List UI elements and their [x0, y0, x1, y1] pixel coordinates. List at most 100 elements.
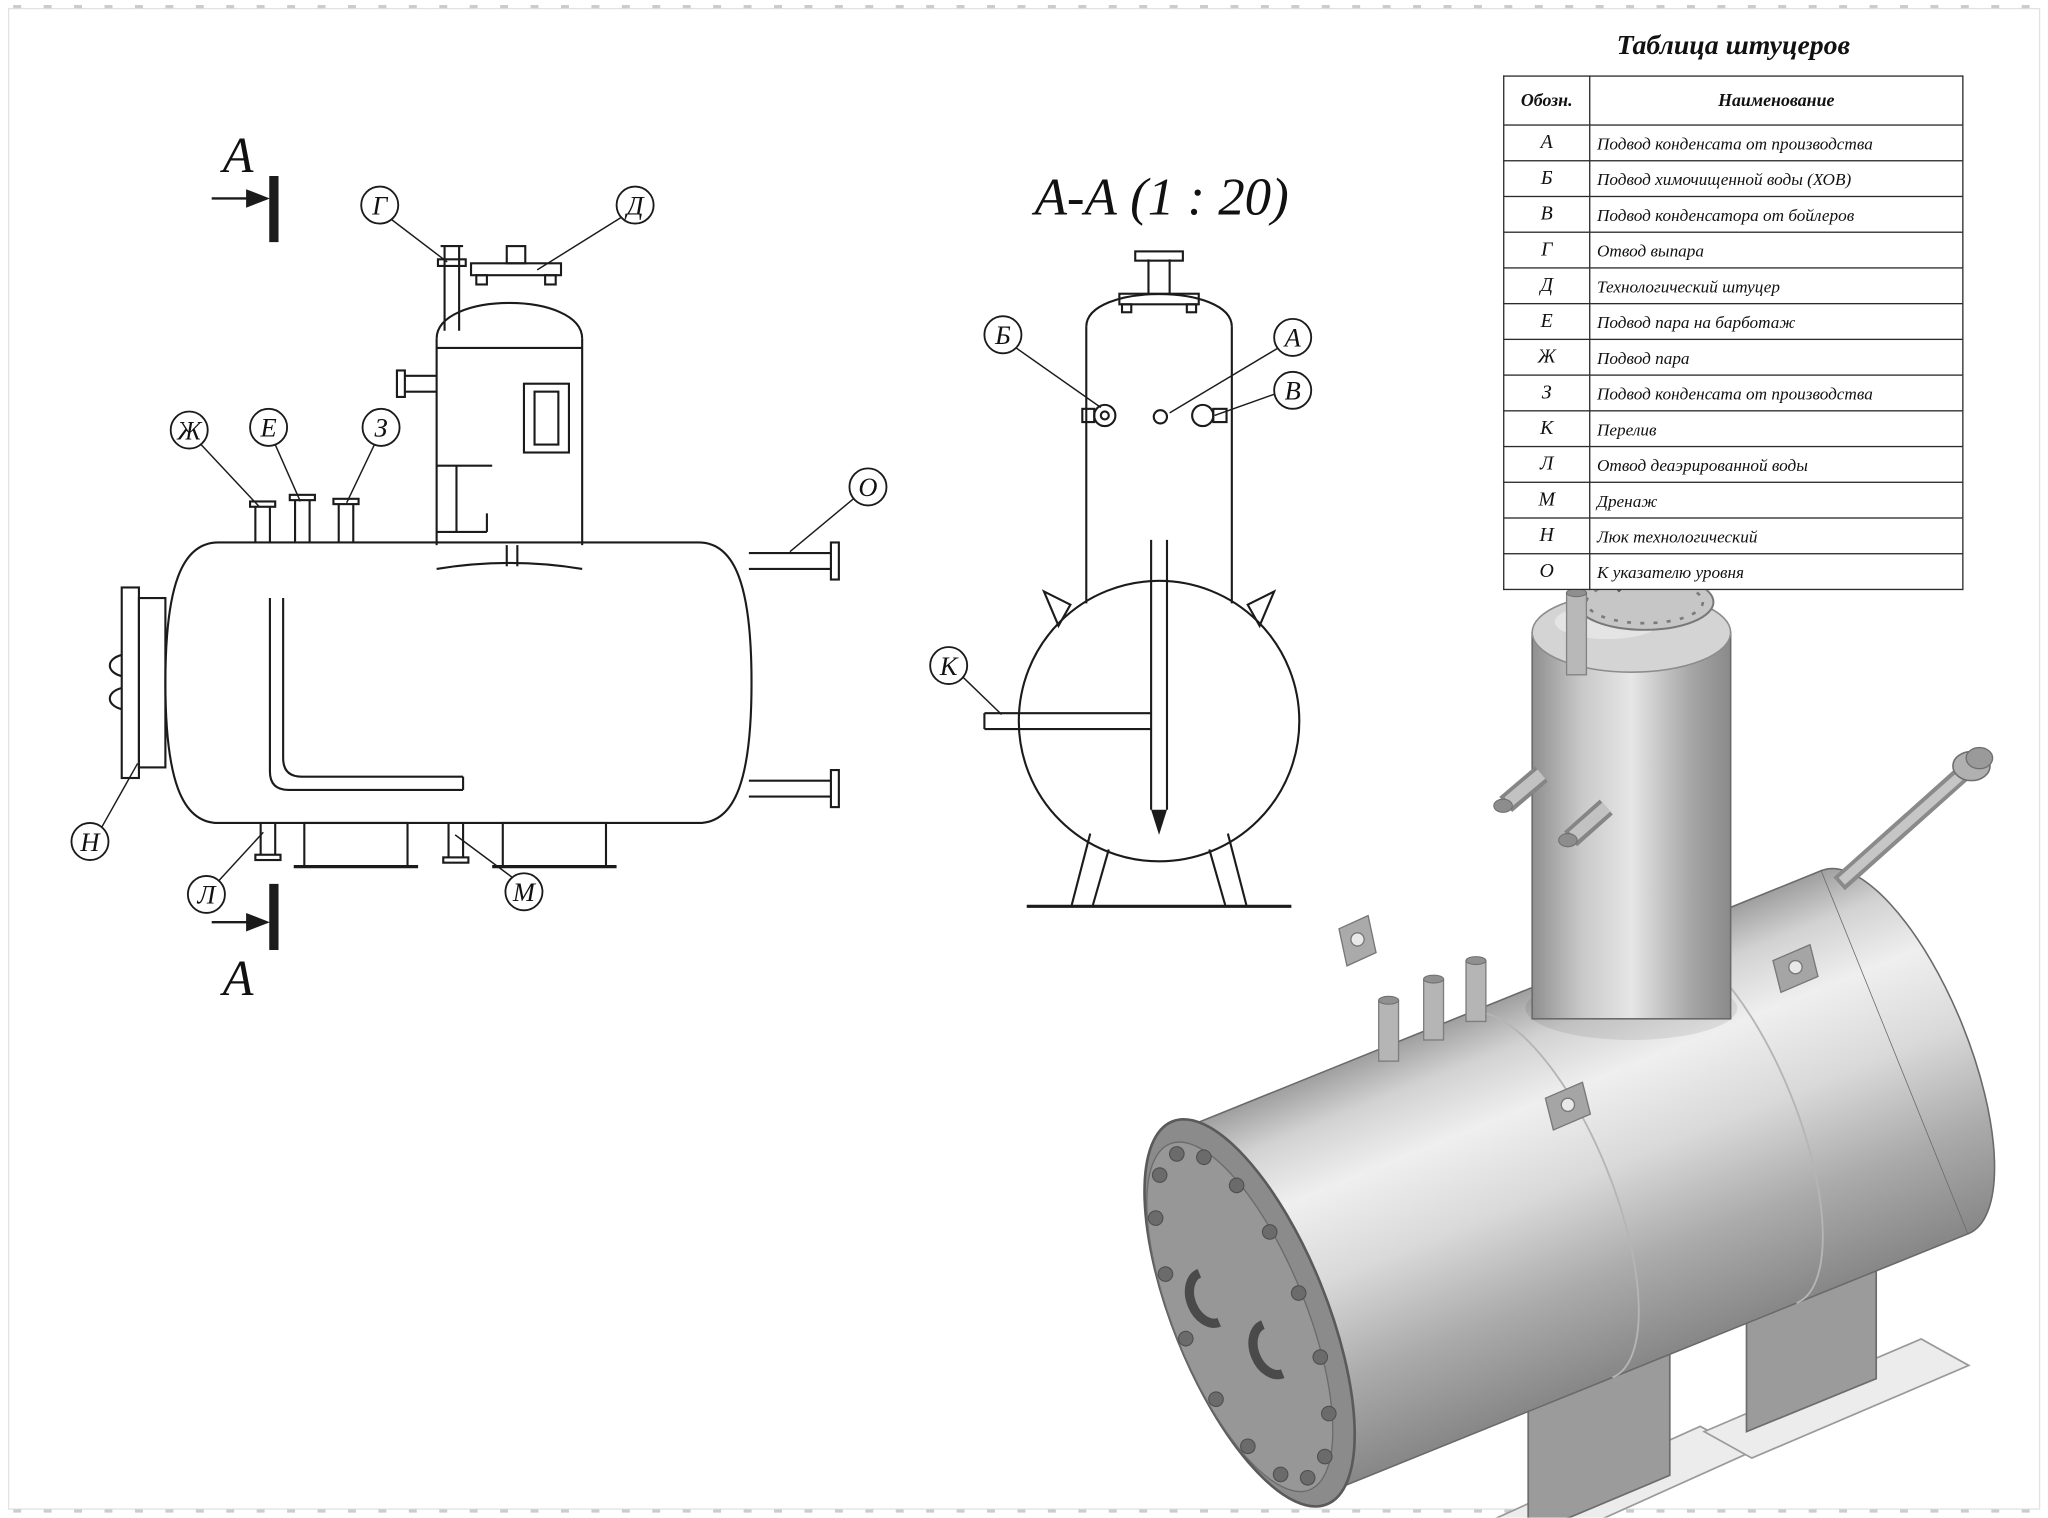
- section-callouts: Б А В К: [929, 315, 1313, 716]
- deaerator-column: [395, 245, 584, 570]
- callout-e: Е: [249, 407, 289, 447]
- callout-letter-m: М: [512, 877, 537, 907]
- nozzle-table-title: Таблица штуцеров: [1616, 29, 1850, 61]
- callout-d: Д: [615, 185, 655, 225]
- section-legs: [1026, 833, 1292, 908]
- callout-letter-o: О: [858, 472, 877, 502]
- top-nozzles: [249, 493, 360, 543]
- nozzle-name: Отвод выпара: [1589, 231, 1964, 269]
- nozzle-name: К указателю уровня: [1589, 553, 1964, 591]
- render-tank: [1143, 867, 1996, 1508]
- nozzle-designation: К: [1503, 410, 1591, 448]
- section-column: [1081, 250, 1233, 604]
- nozzle-designation: Е: [1503, 302, 1591, 341]
- bottom-nozzles: [254, 822, 470, 864]
- callout-m: М: [504, 872, 544, 912]
- nozzle-name: Технологический штуцер: [1589, 267, 1964, 305]
- callout-z: З: [361, 407, 401, 447]
- nozzle-name: Подвод конденсата от производства: [1589, 124, 1964, 162]
- callout-k: К: [929, 646, 969, 685]
- nozzle-name: Отвод деаэрированной воды: [1589, 445, 1964, 483]
- nozzle-designation: Б: [1503, 160, 1591, 198]
- section-view-title: А-А (1 : 20): [1032, 168, 1289, 226]
- nozzle-designation: Л: [1503, 445, 1591, 483]
- nozzle-designation: В: [1503, 195, 1591, 233]
- nozzle-table-header-row: Обозн. Наименование: [1503, 75, 1964, 126]
- render-tank-nozzles: [1338, 914, 1819, 1131]
- callout-a: А: [1273, 317, 1313, 357]
- callout-l: Л: [186, 874, 226, 914]
- col-header-name: Наименование: [1589, 75, 1964, 126]
- nozzle-name: Подвод пара на барботаж: [1589, 302, 1964, 341]
- nozzle-name: Подвод конденсатора от бойлеров: [1589, 195, 1964, 233]
- callout-letter-z: З: [375, 413, 388, 443]
- section-view: А-А (1 : 20): [929, 168, 1313, 908]
- nozzle-designation: О: [1503, 553, 1591, 591]
- nozzle-name: Подвод конденсата от производства: [1589, 374, 1964, 412]
- side-view-callouts: Г Д Ж Е З О Н Л М: [70, 185, 888, 914]
- callout-zh: Ж: [169, 410, 209, 450]
- section-cut-marks: А А: [211, 127, 279, 1006]
- callout-letter-v: В: [1285, 376, 1301, 406]
- callout-letter-l: Л: [196, 880, 217, 910]
- callout-letter-b: Б: [994, 320, 1011, 350]
- callout-letter-a: А: [1283, 323, 1302, 353]
- callout-b: Б: [983, 315, 1023, 355]
- render-gauge-pipe: [1833, 746, 1994, 891]
- nozzle-name: Люк технологический: [1589, 517, 1964, 555]
- nozzle-designation: Г: [1503, 231, 1591, 269]
- nozzle-designation: А: [1503, 124, 1591, 162]
- tank-shell: [164, 541, 753, 825]
- nozzle-designation: М: [1503, 481, 1591, 519]
- callout-letter-n: Н: [79, 827, 101, 857]
- level-gauge-nozzles: [748, 541, 840, 809]
- callout-v: В: [1273, 370, 1313, 410]
- callout-letter-e: Е: [260, 413, 277, 443]
- nozzle-designation: Ж: [1503, 338, 1591, 376]
- lifting-lugs: [1338, 914, 1819, 1131]
- callout-o: О: [848, 467, 888, 507]
- nozzle-designation: Н: [1503, 517, 1591, 555]
- column-top-pipe: [1565, 588, 1588, 676]
- internal-pipe: [268, 545, 519, 791]
- render-front-flange: [1143, 1118, 1357, 1508]
- cover-handle-1: [1184, 1268, 1221, 1328]
- callout-letter-g: Г: [371, 190, 388, 220]
- nozzle-name: Подвод химочищенной воды (ХОВ): [1589, 160, 1964, 198]
- section-arrow-label-top: А: [220, 127, 254, 183]
- callout-letter-k: К: [939, 651, 959, 681]
- nozzle-designation: З: [1503, 374, 1591, 412]
- cover-handle-2: [1248, 1320, 1285, 1380]
- render-column: [1493, 573, 1738, 1040]
- callout-letter-zh: Ж: [176, 415, 203, 445]
- render-3d: [1143, 573, 1996, 1518]
- section-arrow-label-bottom: А: [220, 950, 254, 1006]
- section-internal-pipe: [983, 539, 1169, 835]
- saddle-supports: [293, 821, 617, 869]
- nozzle-designation: Д: [1503, 267, 1591, 305]
- nozzle-name: Подвод пара: [1589, 338, 1964, 376]
- callout-g: Г: [360, 185, 400, 225]
- flange-bolts: [1147, 1146, 1337, 1486]
- callout-letter-d: Д: [624, 190, 646, 220]
- nozzle-name: Дренаж: [1589, 481, 1964, 519]
- callout-n: Н: [70, 822, 110, 861]
- column-side-stubs: [1493, 766, 1613, 848]
- nozzle-name: Перелив: [1589, 410, 1964, 448]
- manhole-flange: [108, 586, 167, 780]
- side-view: А А: [70, 127, 888, 1006]
